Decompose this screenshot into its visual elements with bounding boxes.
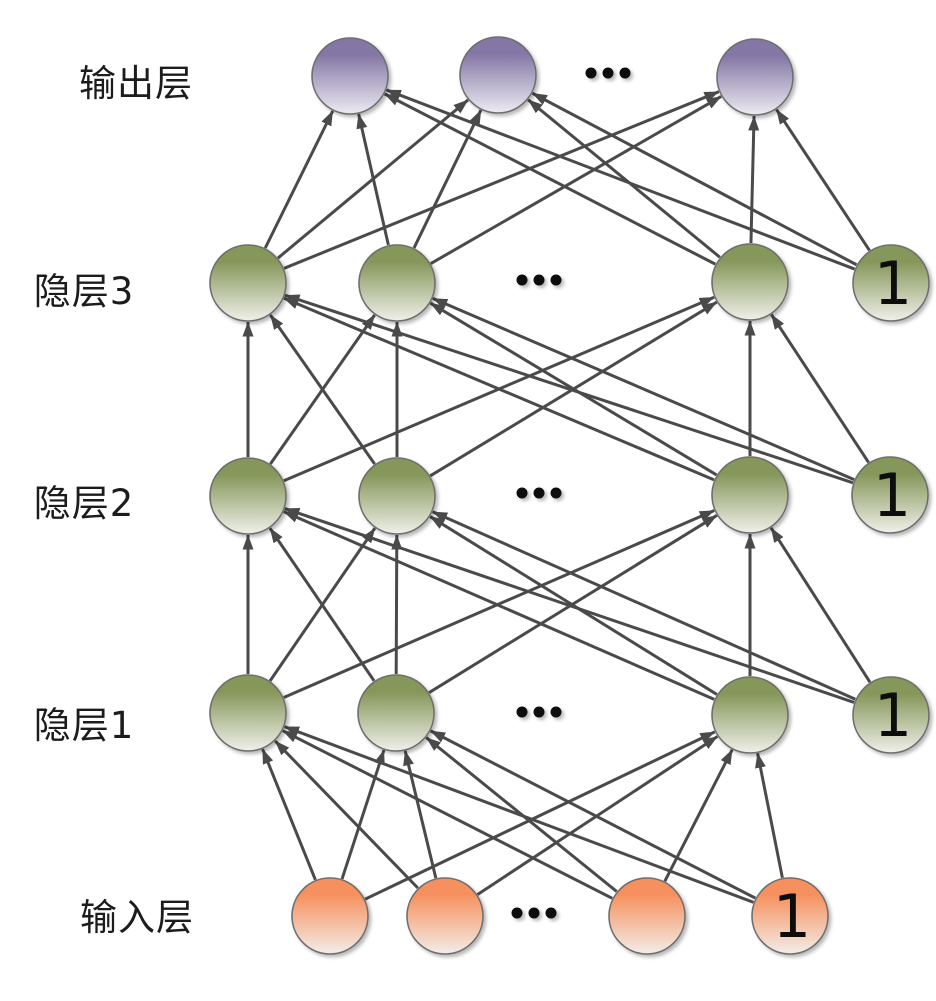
ellipsis-dot — [585, 67, 597, 79]
node-h21 — [209, 457, 287, 535]
node-i3 — [608, 877, 686, 955]
ellipsis-hidden1 — [516, 706, 562, 718]
ellipsis-dot — [533, 706, 545, 718]
node-h13 — [711, 676, 789, 754]
bias-label-ib: 1 — [773, 882, 811, 952]
layer-label-hidden3: 隐层3 — [33, 270, 135, 313]
ellipsis-dot — [516, 487, 528, 499]
bias-node-h3b — [852, 244, 930, 322]
edge-i2-h11 — [274, 739, 419, 890]
edge-h32-o1 — [356, 113, 390, 246]
ellipsis-dot — [516, 706, 528, 718]
edge-h2b-h32 — [432, 297, 855, 481]
bias-node-h1b — [852, 676, 930, 754]
edge-h32-o2 — [412, 109, 483, 249]
node-h32 — [358, 244, 436, 322]
edge-i1-h11 — [261, 748, 317, 881]
ellipsis-output — [585, 67, 631, 79]
bias-label-h3b: 1 — [874, 249, 912, 319]
node-h23 — [711, 456, 789, 534]
ellipsis-dot — [550, 706, 562, 718]
edge-i1-h12 — [340, 749, 386, 880]
ellipsis-input — [511, 907, 557, 919]
edge-ib-h11 — [283, 725, 755, 904]
node-o3 — [716, 38, 794, 116]
layer-label-input: 输入层 — [80, 896, 194, 939]
node-h12 — [357, 674, 435, 752]
bias-label-h2b: 1 — [873, 461, 911, 531]
edge-h31-o1 — [263, 110, 335, 249]
ellipsis-hidden2 — [516, 487, 562, 499]
edge-ib-h12 — [429, 729, 757, 900]
ellipsis-dot — [550, 274, 562, 286]
node-i2 — [406, 877, 484, 955]
node-h22 — [358, 457, 436, 535]
ellipsis-dot — [511, 907, 523, 919]
edge-h3b-o1 — [385, 88, 856, 271]
edge-h2b-h33 — [770, 313, 870, 464]
node-o1 — [311, 37, 389, 115]
edge-h13-h21 — [283, 510, 715, 701]
node-h11 — [209, 674, 287, 752]
edge-h1b-h21 — [284, 507, 855, 704]
edge-i1-h13 — [364, 730, 716, 901]
layer-label-hidden1: 隐层1 — [33, 704, 135, 747]
edge-h33-o3 — [748, 115, 760, 244]
ellipsis-dot — [533, 487, 545, 499]
edge-h1b-h22 — [432, 510, 856, 701]
edge-h3b-o2 — [531, 91, 858, 267]
edge-h31-o3 — [283, 90, 720, 270]
edge-ib-h13 — [755, 752, 784, 879]
ellipsis-dot — [602, 67, 614, 79]
edges-group — [242, 88, 872, 904]
ellipsis-dot — [619, 67, 631, 79]
ellipsis-dot — [533, 274, 545, 286]
node-i1 — [291, 877, 369, 955]
ellipsis-dot — [528, 907, 540, 919]
edge-h1b-h23 — [769, 527, 872, 683]
edge-h12-h22 — [391, 534, 403, 675]
ellipsis-dot — [550, 487, 562, 499]
node-h33 — [711, 243, 789, 321]
edge-h22-h31 — [269, 314, 376, 465]
layer-label-output: 输出层 — [79, 62, 193, 105]
edge-h2b-h31 — [284, 293, 854, 485]
ellipsis-dot — [545, 907, 557, 919]
edge-i3-h11 — [282, 729, 613, 900]
ellipsis-dot — [516, 274, 528, 286]
edge-h23-h31 — [283, 296, 715, 482]
node-o2 — [459, 36, 537, 114]
edge-h33-o2 — [527, 98, 721, 259]
bias-label-h1b: 1 — [874, 681, 912, 751]
node-h31 — [209, 244, 287, 322]
edge-i2-h12 — [403, 750, 438, 879]
layer-label-hidden2: 隐层2 — [33, 482, 135, 525]
edge-i3-h13 — [663, 749, 734, 882]
ellipsis-hidden3 — [516, 274, 562, 286]
edge-h32-o3 — [430, 95, 722, 265]
edge-h3b-o3 — [775, 108, 871, 252]
bias-node-ib — [751, 877, 829, 955]
nodes-group: 1 1 1 1 — [209, 36, 930, 955]
bias-node-h2b — [851, 456, 929, 534]
edge-h12-h21 — [268, 527, 376, 682]
edge-h33-o1 — [383, 92, 717, 266]
